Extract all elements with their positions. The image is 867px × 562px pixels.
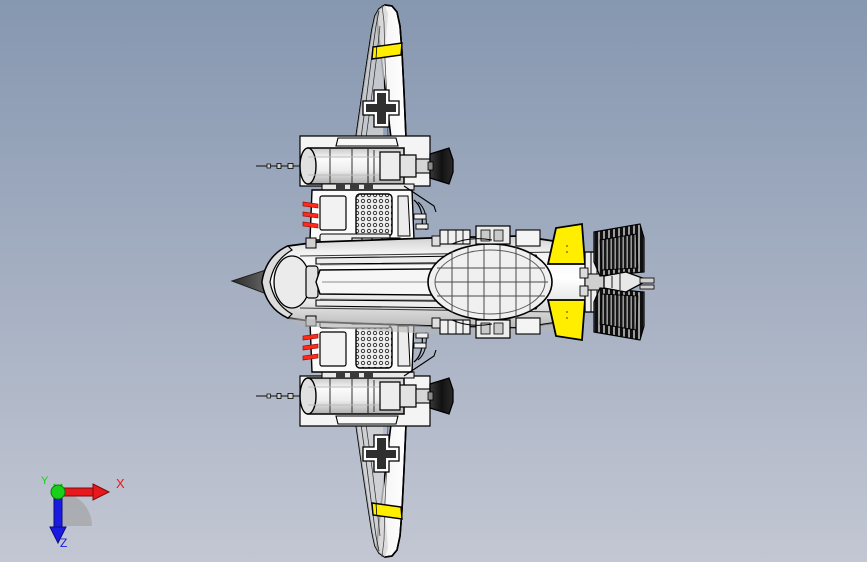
- upper-tailplane-surface: [546, 222, 586, 265]
- tail-exhaust-assembly[interactable]: [579, 223, 655, 341]
- axis-z-label: Z: [60, 536, 67, 550]
- tail-cone: [603, 271, 650, 293]
- upper-nacelle-exhaust: [429, 147, 454, 185]
- aft-fuselage-detail[interactable]: [427, 225, 553, 339]
- lower-bay-grille: [355, 325, 393, 369]
- lower-rocket-tubes: [302, 333, 319, 361]
- aft-bottom-greebles: [431, 317, 541, 339]
- upper-nacelle-front-cap: [299, 147, 317, 185]
- fuselage-shading: [288, 306, 586, 336]
- upper-wing-panel-line-2: [365, 25, 381, 139]
- axis-x-label: X: [116, 476, 125, 491]
- upper-rocket-tubes: [302, 201, 319, 229]
- lower-bay-hatch: [319, 331, 347, 367]
- axis-arc: [58, 492, 92, 526]
- upper-engine-nacelle[interactable]: [299, 135, 454, 191]
- upper-wing[interactable]: [355, 4, 407, 139]
- lower-nacelle-exhaust: [429, 377, 454, 415]
- axis-triad[interactable]: X Z Y: [30, 470, 140, 550]
- fuselage-nose-cap: [261, 245, 293, 319]
- lower-wing[interactable]: [355, 423, 407, 558]
- upper-nacelle-aft: [399, 154, 417, 178]
- upper-bay-hatch: [319, 195, 347, 231]
- lower-nacelle-front-cap: [299, 377, 317, 415]
- lower-tailplane[interactable]: [546, 299, 586, 342]
- fuselage-nose-ring: [273, 255, 311, 309]
- balkenkreuz-lower-wing: [362, 434, 400, 473]
- upper-bay-grille: [355, 193, 393, 237]
- nacelle-fuselage-struts: [403, 185, 437, 377]
- aft-top-greebles: [431, 225, 541, 247]
- yellow-band-lower-wingtip: [371, 502, 403, 520]
- lower-wing-panel-line-2: [365, 423, 381, 537]
- balkenkreuz-upper-wing: [362, 89, 400, 128]
- axis-origin-sphere: [50, 484, 66, 500]
- yellow-band-upper-wingtip: [371, 42, 403, 60]
- lower-nacelle-aft: [399, 384, 417, 408]
- upper-tailplane[interactable]: [546, 222, 586, 265]
- upper-wing-outline: [355, 4, 407, 139]
- lower-engine-nacelle[interactable]: [299, 371, 454, 427]
- lower-wing-outline: [355, 423, 407, 558]
- lower-tailplane-surface: [546, 299, 586, 342]
- axis-y-label: Y: [41, 475, 49, 487]
- canopy: [427, 243, 553, 321]
